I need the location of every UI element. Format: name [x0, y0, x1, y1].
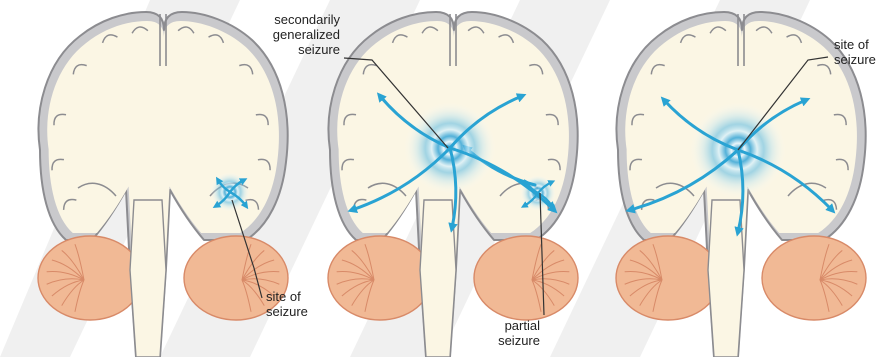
label-site-of-seizure-panel3: site of seizure [834, 37, 876, 67]
cerebellum-left [328, 236, 432, 320]
label-partial-seizure: partial seizure [484, 318, 540, 348]
brain-section-1 [38, 12, 288, 357]
cerebellum-left [38, 236, 142, 320]
cerebellum-right [474, 236, 578, 320]
cerebellum-right [762, 236, 866, 320]
label-site-of-seizure-panel1: site of seizure [266, 289, 308, 319]
cerebellum-left [616, 236, 720, 320]
label-secondarily-generalized-seizure: secondarily generalized seizure [256, 12, 340, 57]
